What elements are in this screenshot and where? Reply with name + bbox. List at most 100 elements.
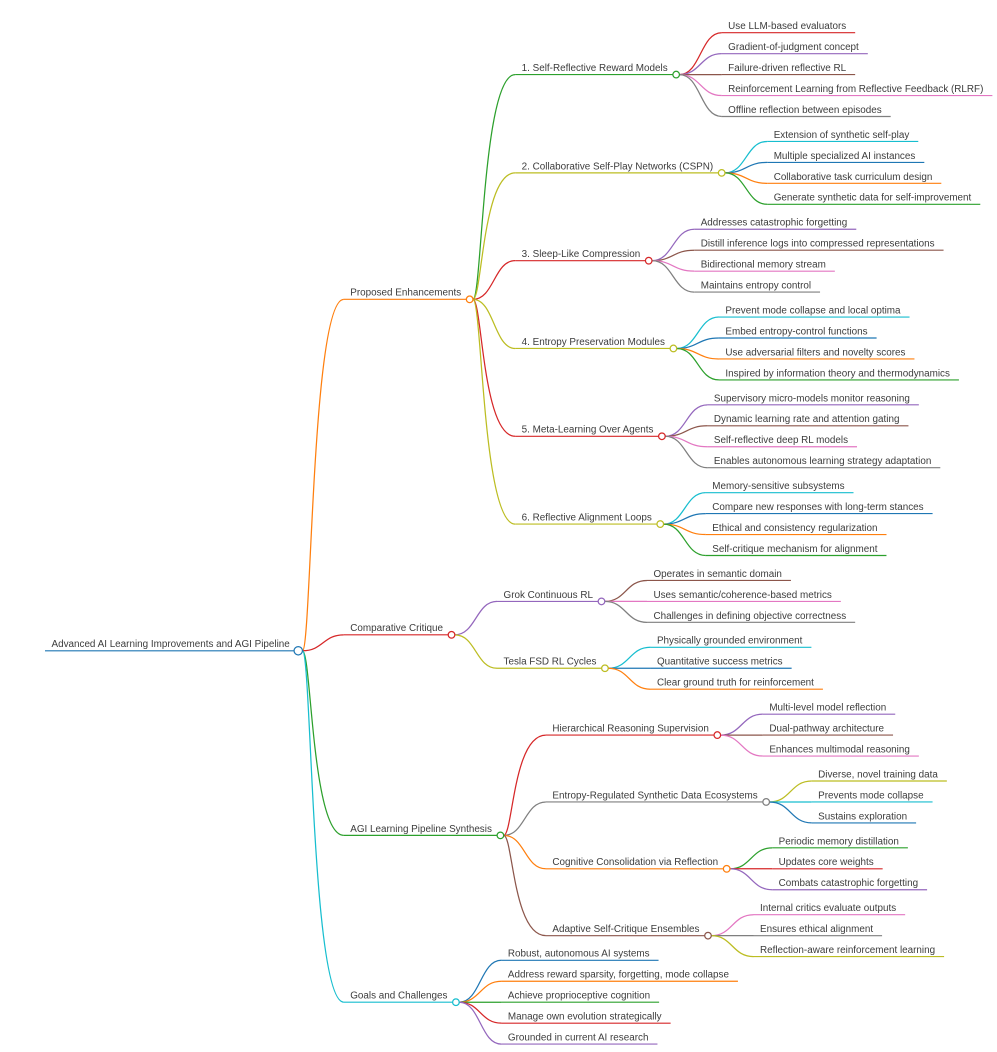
leaf-node-label: Collaborative task curriculum design [774, 172, 933, 183]
branch-link [729, 847, 773, 870]
underlines-layer [45, 32, 993, 1045]
collapse-toggle-circle[interactable] [496, 831, 505, 840]
branch-link [472, 260, 516, 300]
leaf-node-label: Dual-pathway architecture [769, 724, 884, 735]
branch-node-label: 6. Reflective Alignment Loops [522, 512, 652, 523]
leaf-node-label: Addresses catastrophic forgetting [701, 218, 848, 229]
branch-link [679, 73, 722, 118]
leaf-node-label: Address reward sparsity, forgetting, mod… [508, 970, 730, 981]
leaf-node-label: Maintains entropy control [701, 281, 811, 292]
leaf-node-label: Enables autonomous learning strategy ada… [714, 456, 931, 467]
branch-link [679, 53, 722, 76]
leaf-node-label: Grounded in current AI research [508, 1033, 649, 1044]
collapse-toggle-circle[interactable] [597, 597, 606, 606]
leaf-node-label: Clear ground truth for reinforcement [657, 678, 814, 689]
branch-link [729, 868, 773, 891]
branch-link [459, 980, 502, 1003]
leaf-node-label: Challenges in defining objective correct… [653, 611, 846, 622]
collapse-toggle-circle[interactable] [717, 168, 726, 177]
leaf-node-label: Failure-driven reflective RL [728, 63, 847, 74]
leaf-node-label: Self-critique mechanism for alignment [712, 544, 877, 555]
labels-layer: Advanced AI Learning Improvements and AG… [52, 21, 984, 1043]
leaf-node-label: Updates core weights [779, 857, 874, 868]
collapse-toggle-circle[interactable] [672, 70, 681, 79]
circles-layer [293, 70, 771, 1007]
leaf-node-label: Prevents mode collapse [818, 790, 924, 801]
branch-link [711, 935, 754, 958]
branch-link [651, 260, 695, 293]
branch-link [301, 298, 344, 652]
branch-link [608, 646, 651, 669]
leaf-node-label: Periodic memory distillation [779, 836, 899, 847]
collapse-toggle-circle[interactable] [447, 630, 456, 639]
branch-link [608, 667, 651, 690]
collapse-toggle-circle[interactable] [722, 864, 731, 873]
leaf-node-label: Ensures ethical alignment [760, 924, 873, 935]
branch-link [472, 172, 516, 300]
branch-link [472, 298, 516, 525]
branch-link [679, 73, 722, 97]
branch-node-label: 5. Meta-Learning Over Agents [522, 425, 654, 436]
leaf-node-label: Robust, autonomous AI systems [508, 949, 650, 960]
root-node-label: Advanced AI Learning Improvements and AG… [52, 639, 291, 650]
collapse-toggle-circle[interactable] [713, 731, 722, 740]
leaf-node-label: Manage own evolution strategically [508, 1012, 662, 1023]
branch-link [604, 579, 648, 603]
collapse-toggle-circle[interactable] [704, 931, 712, 940]
leaf-node-label: Self-reflective deep RL models [714, 435, 848, 446]
branch-node-label: 3. Sleep-Like Compression [522, 249, 641, 260]
branch-link [604, 600, 648, 623]
leaf-node-label: Use LLM-based evaluators [728, 21, 846, 32]
leaf-node-label: Reflection-aware reinforcement learning [760, 945, 935, 956]
leaf-node-label: Gradient-of-judgment concept [728, 42, 859, 53]
leaf-node-label: Embed entropy-control functions [725, 326, 867, 337]
branch-link [454, 634, 498, 669]
branch-link [720, 713, 763, 736]
branch-link [503, 834, 546, 937]
collapse-toggle-circle[interactable] [644, 256, 653, 265]
branch-link [503, 834, 546, 870]
branch-link [472, 298, 516, 350]
branch-link [503, 734, 546, 836]
branch-node-label: Grok Continuous RL [504, 590, 594, 601]
branch-node-label: Proposed Enhancements [350, 288, 461, 299]
branch-link [459, 959, 502, 1003]
leaf-node-label: Combats catastrophic forgetting [779, 878, 918, 889]
collapse-toggle-circle[interactable] [669, 344, 678, 353]
leaf-node-label: Uses semantic/coherence-based metrics [653, 590, 831, 601]
branch-link [663, 523, 706, 557]
leaf-node-label: Internal critics evaluate outputs [760, 903, 896, 914]
branch-node-label: Adaptive Self-Critique Ensembles [552, 924, 699, 935]
branch-link [472, 73, 516, 300]
collapse-toggle-circle[interactable] [451, 998, 460, 1007]
branch-node-label: Tesla FSD RL Cycles [504, 657, 597, 668]
leaf-node-label: Multi-level model reflection [769, 703, 886, 714]
branch-link [302, 634, 344, 652]
collapse-toggle-circle[interactable] [465, 295, 474, 304]
leaf-node-label: Quantitative success metrics [657, 657, 783, 668]
branch-link [720, 734, 763, 757]
branch-link [769, 780, 812, 803]
leaf-node-label: Sustains exploration [818, 811, 907, 822]
leaf-node-label: Supervisory micro-models monitor reasoni… [714, 393, 910, 404]
leaf-node-label: Multiple specialized AI instances [774, 151, 916, 162]
leaf-node-label: Ethical and consistency regularization [712, 523, 877, 534]
branch-node-label: 1. Self-Reflective Reward Models [522, 63, 668, 74]
branch-link [454, 600, 498, 636]
branch-link [769, 801, 812, 824]
collapse-toggle-circle[interactable] [657, 432, 666, 441]
collapse-toggle-circle[interactable] [293, 645, 304, 656]
collapse-toggle-circle[interactable] [601, 664, 609, 673]
leaf-node-label: Bidirectional memory stream [701, 260, 826, 271]
leaf-node-label: Diverse, novel training data [818, 769, 938, 780]
branch-link [724, 172, 768, 205]
branch-link [459, 1001, 502, 1024]
branch-link [459, 1001, 502, 1045]
leaf-node-label: Use adversarial filters and novelty scor… [725, 347, 905, 358]
collapse-toggle-circle[interactable] [656, 520, 665, 529]
leaf-node-label: Offline reflection between episodes [728, 105, 882, 116]
collapse-toggle-circle[interactable] [762, 798, 771, 806]
branch-link [503, 801, 546, 836]
